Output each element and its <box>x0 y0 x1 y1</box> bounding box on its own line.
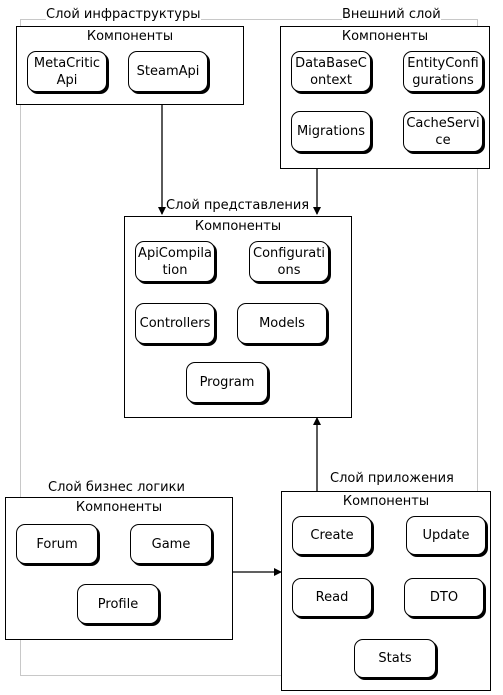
component-update: Update <box>406 516 486 555</box>
infrastructure-box-title: Компоненты <box>86 29 174 44</box>
external-components-box: Компоненты DataBaseContext EntityConfigu… <box>280 26 490 169</box>
external-box-title: Компоненты <box>341 29 429 44</box>
component-api-compilation: ApiCompilation <box>135 241 215 282</box>
component-read: Read <box>292 578 372 617</box>
component-profile: Profile <box>77 584 159 624</box>
application-layer-title: Слой приложения <box>330 471 454 487</box>
component-forum: Forum <box>16 524 98 564</box>
infrastructure-components-box: Компоненты MetaCritic Api SteamApi <box>16 26 244 105</box>
component-migrations: Migrations <box>291 111 371 152</box>
business-layer-title: Слой бизнес логики <box>48 480 185 496</box>
external-layer-title: Внешний слой <box>342 7 441 23</box>
presentation-layer-title: Слой представления <box>166 198 310 214</box>
component-cache-service: CacheService <box>403 111 483 152</box>
component-entity-configurations: EntityConfigurations <box>403 51 483 92</box>
component-steamapi: SteamApi <box>128 51 208 92</box>
diagram-frame <box>20 19 478 676</box>
business-components-box: Компоненты Forum Game Profile <box>5 497 233 640</box>
component-database-context: DataBaseContext <box>291 51 371 92</box>
presentation-components-box: Компоненты ApiCompilation Configurations… <box>124 216 352 418</box>
infrastructure-layer-title: Слой инфраструктуры <box>46 7 201 23</box>
component-metacritic-api: MetaCritic Api <box>27 51 107 92</box>
component-program: Program <box>186 362 268 403</box>
application-box-title: Компоненты <box>342 494 430 509</box>
component-create: Create <box>292 516 372 555</box>
component-game: Game <box>130 524 212 564</box>
component-controllers: Controllers <box>135 303 215 344</box>
component-configurations: Configurations <box>249 241 329 282</box>
component-stats: Stats <box>354 639 436 678</box>
application-components-box: Компоненты Create Update Read DTO Stats <box>281 491 491 691</box>
presentation-box-title: Компоненты <box>194 219 282 234</box>
component-dto: DTO <box>404 578 484 617</box>
component-models: Models <box>237 303 327 344</box>
business-box-title: Компоненты <box>75 500 163 515</box>
